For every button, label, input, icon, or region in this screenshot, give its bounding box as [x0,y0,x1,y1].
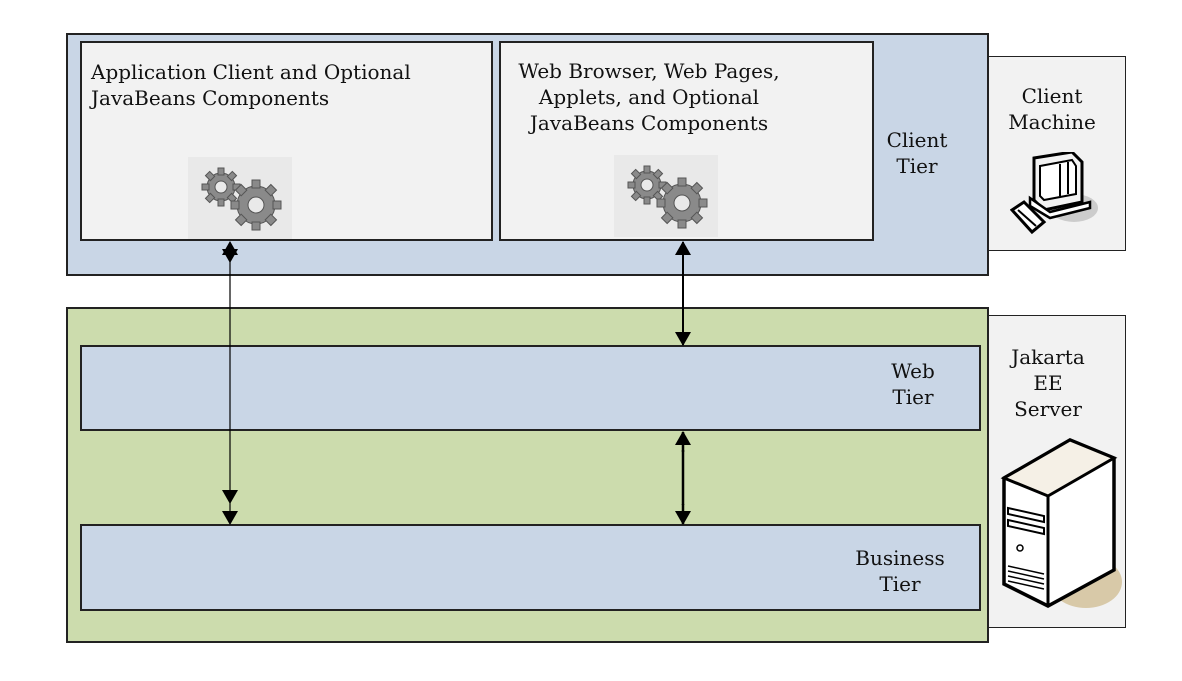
business-tier-label: Business Tier [855,546,945,596]
web-tier-label: Web Tier [891,359,935,409]
desktop-computer-icon [1009,150,1100,242]
jakarta-ee-server-label: Jakarta EE Server [1011,345,1085,421]
server-tower-icon [998,438,1128,614]
application-client-label: Application Client and Optional JavaBean… [91,60,411,110]
client-machine-label: Client Machine [1008,84,1096,134]
gears-icon [614,155,718,237]
business-tier-box [80,524,981,611]
gears-icon [188,157,292,239]
web-browser-label: Web Browser, Web Pages, Applets, and Opt… [518,59,780,135]
client-tier-label: Client Tier [886,128,948,178]
